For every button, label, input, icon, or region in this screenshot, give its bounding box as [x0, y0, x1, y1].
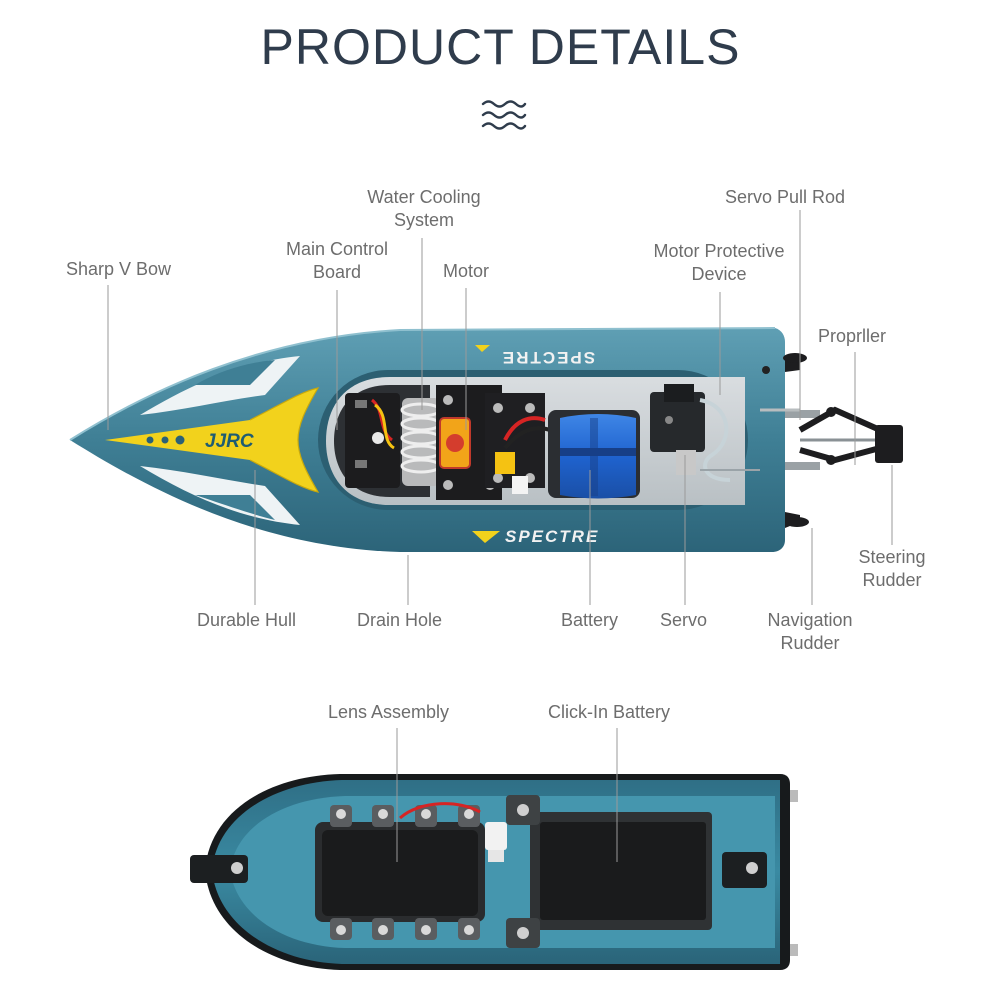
label-motor-protective: Motor Protective Device: [653, 241, 785, 284]
label-main-control-board: Main Control Board: [285, 239, 389, 282]
lens-assembly: [315, 802, 507, 940]
leader-lines-top: [107, 210, 893, 605]
main-control-board: [345, 393, 400, 488]
deck-text-top: SPECTRE: [501, 348, 595, 367]
leader-lines-bottom: [396, 728, 618, 862]
battery: [548, 410, 640, 499]
motor-protective-tube: [699, 398, 731, 482]
stern-hardware: [760, 353, 903, 528]
deck-yellow-arrow: [105, 388, 318, 492]
label-servo: Servo: [660, 610, 708, 630]
label-water-cooling: Water Cooling System: [367, 187, 481, 230]
label-servo-pull-rod: Servo Pull Rod: [725, 187, 846, 207]
label-navigation-rudder: Navigation Rudder: [767, 610, 853, 653]
label-motor: Motor: [443, 261, 490, 281]
label-battery: Battery: [561, 610, 619, 630]
water-cooling-coil: [400, 398, 442, 486]
brand-logo: JJRC: [205, 431, 254, 452]
waves-icon: [481, 100, 527, 130]
label-steering-rudder: Steering Rudder: [858, 547, 926, 590]
page-title: PRODUCT DETAILS: [260, 19, 741, 75]
deck-text-bottom: SPECTRE: [505, 527, 599, 546]
label-propeller: Proprller: [818, 326, 887, 346]
click-in-battery: [506, 795, 712, 948]
top-boat: JJRC: [69, 327, 903, 552]
label-sharp-v-bow: Sharp V Bow: [66, 259, 172, 279]
label-click-in-battery: Click-In Battery: [548, 702, 671, 722]
servo: [650, 384, 705, 475]
label-durable-hull: Durable Hull: [197, 610, 297, 630]
label-lens-assembly: Lens Assembly: [328, 702, 450, 722]
label-drain-hole: Drain Hole: [357, 610, 443, 630]
bottom-boat: [190, 774, 798, 970]
